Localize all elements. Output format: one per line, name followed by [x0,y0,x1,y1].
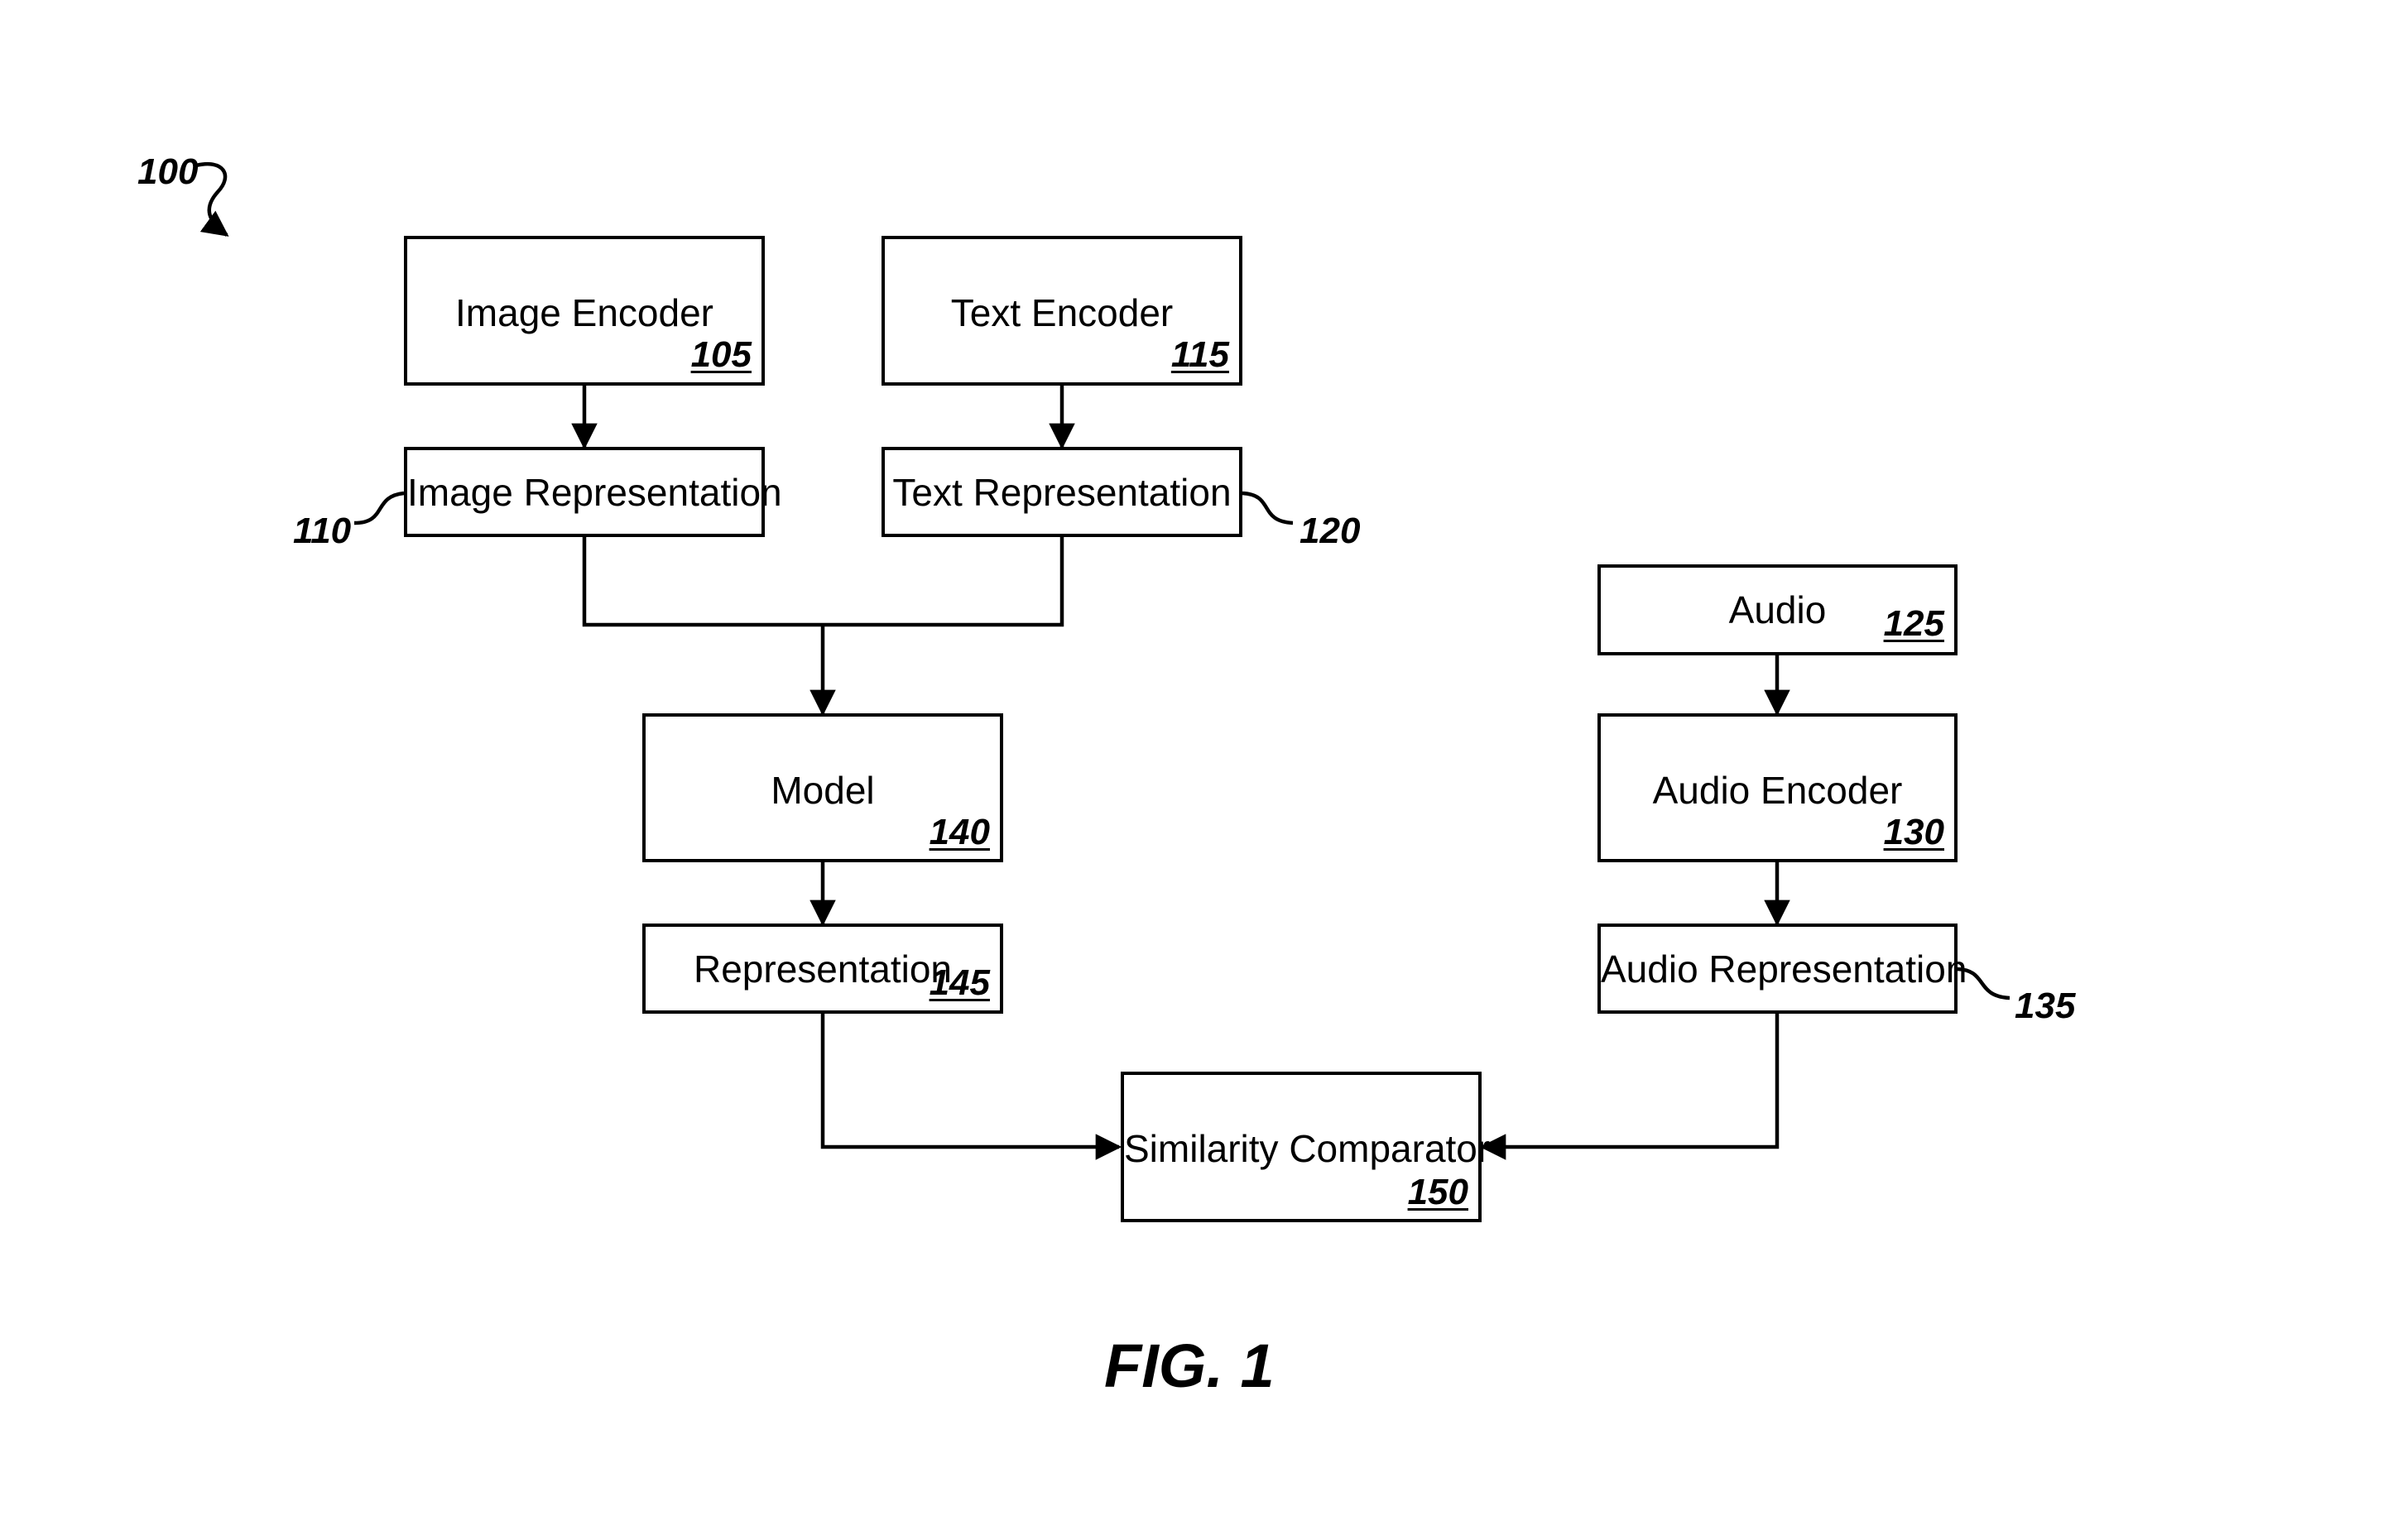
audio-representation-label: Audio Representation [1601,948,1967,991]
audio-encoder-block: Audio Encoder 130 [1597,713,1958,862]
callout-110: 110 [293,511,352,551]
image-representation-label: Image Representation [407,471,782,514]
text-encoder-block: Text Encoder 115 [882,236,1242,386]
figure-number-leader-icon [195,162,229,237]
image-encoder-ref: 105 [690,334,752,375]
similarity-comparator-block: Similarity Comparator 150 [1121,1072,1491,1222]
callout-leader-110 [353,491,405,525]
representation-label: Representation [694,948,952,991]
model-ref: 140 [929,812,990,852]
audio-ref: 125 [1883,603,1944,644]
callout-leader-135 [1956,967,2010,1000]
image-encoder-block: Image Encoder 105 [404,236,765,386]
callout-leader-120 [1242,491,1294,525]
callout-135: 135 [2015,986,2076,1026]
text-representation-block: Text Representation [882,447,1242,537]
audio-representation-block: Audio Representation [1597,924,1967,1014]
arrow-audio-representation-to-similarity-comparator [1479,1014,1780,1160]
audio-encoder-ref: 130 [1883,812,1944,852]
text-encoder-ref: 115 [1170,334,1229,375]
callout-120: 120 [1299,511,1361,551]
model-label: Model [771,769,875,812]
arrow-representation-to-similarity-comparator [820,1014,1122,1160]
similarity-comparator-label: Similarity Comparator [1124,1127,1491,1170]
figure-caption: FIG. 1 [1104,1331,1275,1400]
image-encoder-label: Image Encoder [455,291,713,334]
similarity-comparator-ref: 150 [1407,1172,1468,1212]
text-representation-label: Text Representation [892,471,1232,514]
model-block: Model 140 [642,713,1003,862]
representation-block: Representation 145 [642,924,1003,1014]
audio-label: Audio [1728,588,1827,631]
text-encoder-label: Text Encoder [950,291,1174,334]
figure-number: 100 [137,151,199,192]
connector-representations-merge [582,537,1064,627]
image-representation-block: Image Representation [404,447,782,537]
audio-block: Audio 125 [1597,564,1958,655]
audio-encoder-label: Audio Encoder [1652,769,1903,812]
representation-ref: 145 [929,962,990,1003]
